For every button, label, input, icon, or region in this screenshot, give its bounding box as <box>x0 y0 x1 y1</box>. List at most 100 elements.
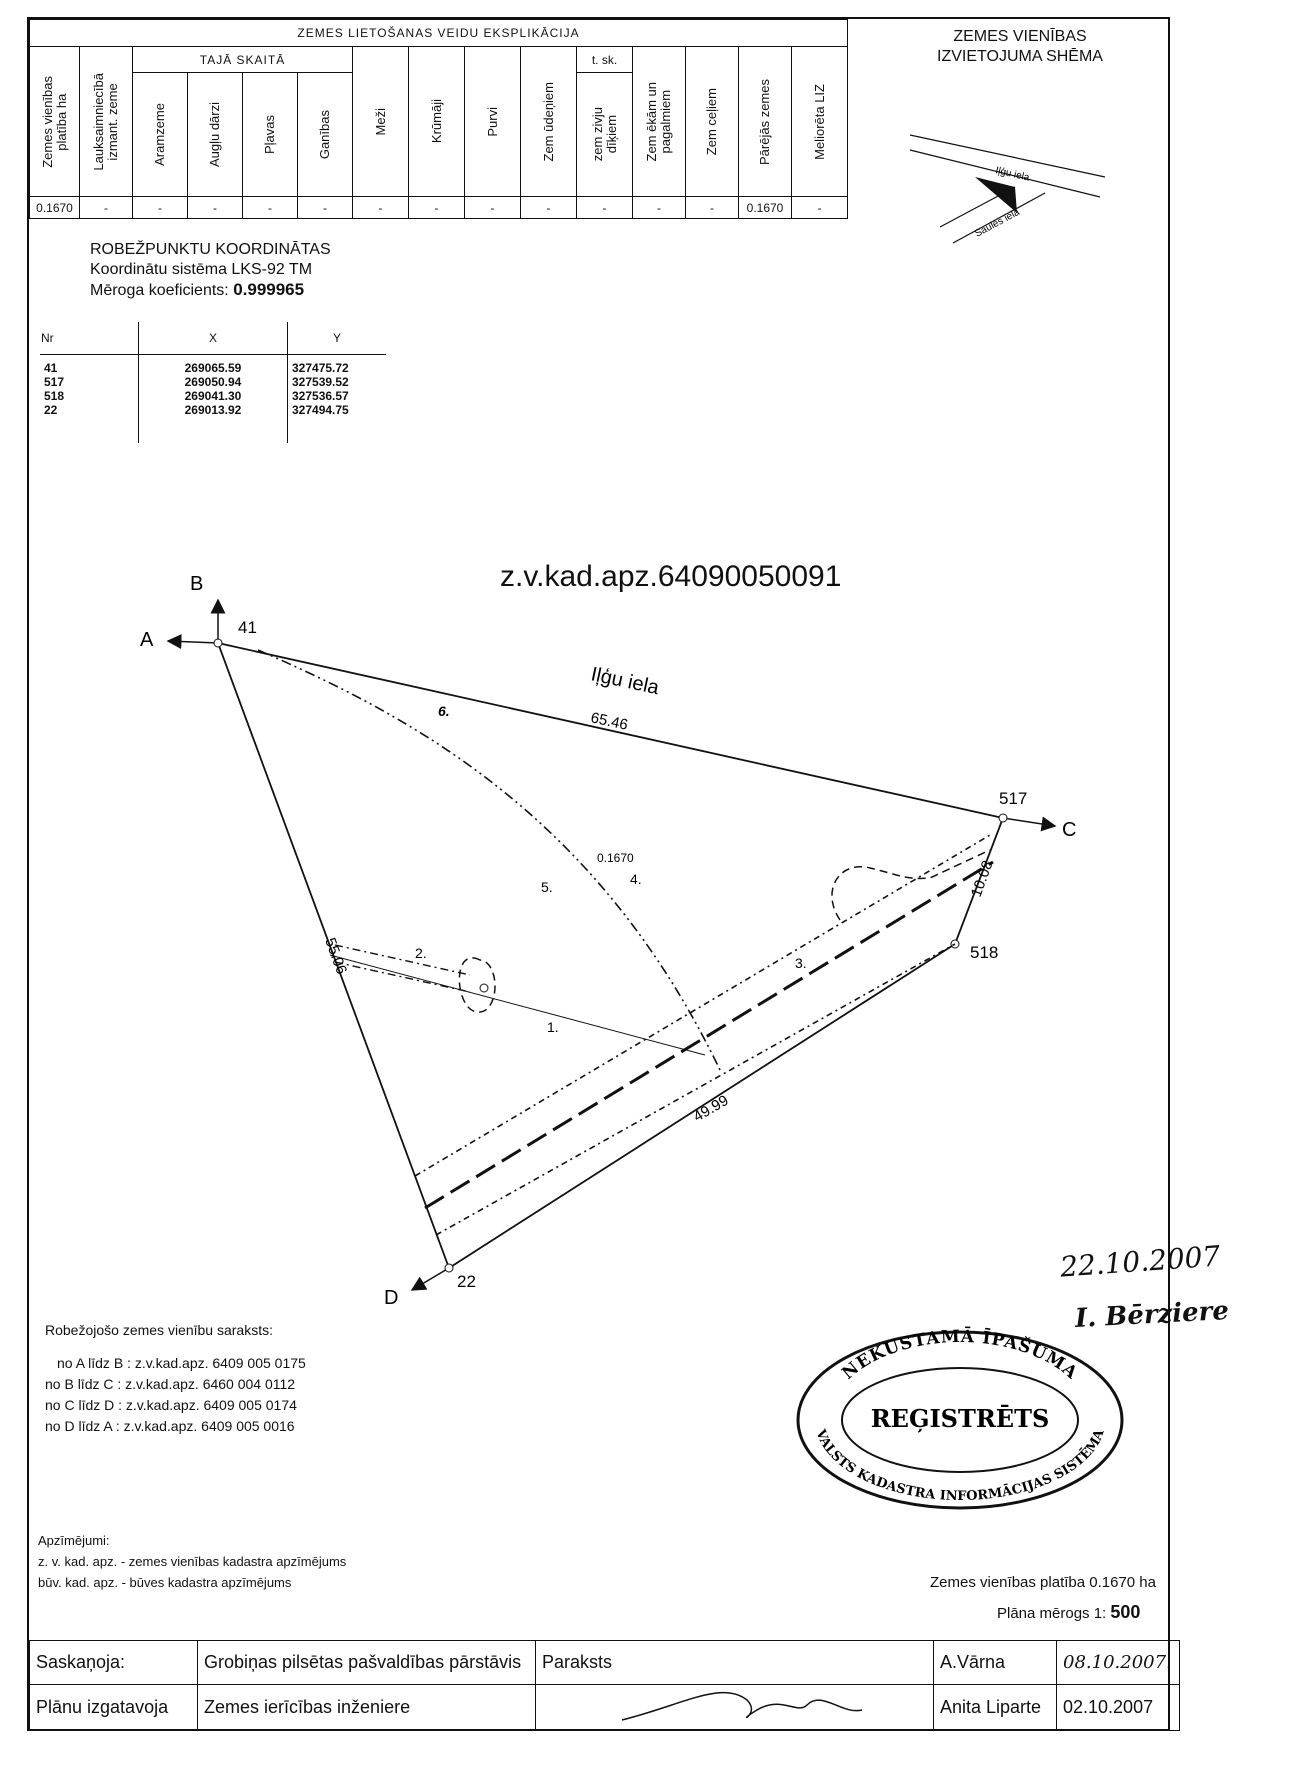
svg-text:VALSTS KADASTRA INFORMĀCIJAS S: VALSTS KADASTRA INFORMĀCIJAS SISTĒMA <box>812 1427 1108 1504</box>
stamp-center-text: REĢISTRĒTS <box>871 1404 1050 1433</box>
scale-line: Plāna mērogs 1: 500 <box>997 1602 1140 1623</box>
row1-label: Saskaņoja: <box>29 1640 198 1685</box>
point-22 <box>444 1263 454 1273</box>
scale-line-value: 500 <box>1110 1602 1141 1622</box>
cell-value: - <box>79 196 133 219</box>
sub-group-label: t. sk. <box>576 46 633 73</box>
coordinates-scale: Mēroga koeficients: 0.999965 <box>90 280 331 301</box>
location-scheme-title: ZEMES VIENĪBAS IZVIETOJUMA SHĒMA <box>870 27 1170 67</box>
direction-c: C <box>1062 819 1076 841</box>
cadastral-id: z.v.kad.apz.64090050091 <box>500 560 842 593</box>
registration-stamp: NEKUSTAMĀ ĪPAŠUMA REĢISTRĒTS VALSTS KADA… <box>796 1326 1124 1510</box>
length-a: 65.46 <box>589 709 629 733</box>
scheme-title-line2: IZVIETOJUMA SHĒMA <box>937 48 1103 65</box>
row-x: 269013.92 <box>138 403 288 443</box>
cell-value: - <box>632 196 686 219</box>
point-41 <box>213 638 223 648</box>
row-y: 327539.52 <box>287 375 386 389</box>
list-item: z. v. kad. apz. - zemes vienības kadastr… <box>38 1554 347 1569</box>
direction-a: A <box>140 629 154 651</box>
area-label: 0.1670 <box>597 851 634 865</box>
zone-2-loop <box>458 957 496 1013</box>
arrow-c <box>1002 816 1057 832</box>
legend-title: Apzīmējumi: <box>38 1533 110 1548</box>
col-nr: Nr <box>40 322 139 355</box>
row2-date: 02.10.2007 <box>1056 1684 1180 1731</box>
neighbours-list: Robežojošo zemes vienību saraksts: no A … <box>45 1320 306 1437</box>
table-row: Saskaņoja: Grobiņas pilsētas pašvaldības… <box>29 1640 1180 1685</box>
signature-scribble <box>621 1691 863 1721</box>
zone-label-4: 4. <box>630 871 642 887</box>
table-row: 22 269013.92 327494.75 <box>40 403 386 443</box>
signature-cell <box>535 1684 934 1731</box>
point-517 <box>998 813 1008 823</box>
approval-table: Saskaņoja: Grobiņas pilsētas pašvaldības… <box>29 1640 1180 1731</box>
zone-label-1: 1. <box>547 1019 559 1035</box>
row-x: 269041.30 <box>138 389 288 403</box>
zone-6-line <box>257 649 721 1071</box>
list-item: no C līdz D : z.v.kad.apz. 6409 005 0174 <box>45 1397 297 1413</box>
row-y: 327536.57 <box>287 389 386 403</box>
point-label-517: 517 <box>999 789 1027 808</box>
group-label: TAJĀ SKAITĀ <box>132 46 353 73</box>
row1-name: A.Vārna <box>933 1640 1057 1685</box>
scale-label: Mēroga koeficients: <box>90 282 229 299</box>
table-row: 517 269050.94 327539.52 <box>40 375 386 389</box>
row-x: 269050.94 <box>138 375 288 389</box>
col-x: X <box>138 322 288 355</box>
row-nr: 41 <box>44 361 58 375</box>
row2-name: Anita Liparte <box>933 1684 1057 1731</box>
location-scheme-map: Iļģu iela Saules iela <box>909 134 1106 244</box>
zone-label-5: 5. <box>541 879 553 895</box>
coordinates-header: ROBEŽPUNKTU KOORDINĀTAS Koordinātu sistē… <box>90 240 331 301</box>
table-row: Plānu izgatavoja Zemes ierīcības inženie… <box>29 1684 1180 1731</box>
zone-1-line <box>329 954 706 1056</box>
zone-label-2: 2. <box>415 945 427 961</box>
list-item: būv. kad. apz. - būves kadastra apzīmēju… <box>38 1575 292 1590</box>
cell-value: - <box>685 196 739 219</box>
svg-text:NEKUSTAMĀ ĪPAŠUMA: NEKUSTAMĀ ĪPAŠUMA <box>838 1326 1081 1384</box>
scale-line-label: Plāna mērogs 1: <box>997 1605 1107 1622</box>
point-label-41: 41 <box>238 618 257 637</box>
point-label-518: 518 <box>970 943 998 962</box>
row-x: 269065.59 <box>138 354 288 375</box>
table-row: 518 269041.30 327536.57 <box>40 389 386 403</box>
row2-role: Zemes ierīcības inženiere <box>197 1684 536 1731</box>
coordinates-system: Koordinātu sistēma LKS-92 TM <box>90 261 313 278</box>
area-line: Zemes vienības platība 0.1670 ha <box>930 1574 1156 1591</box>
cell-value: - <box>791 196 848 219</box>
zone-3-bulge <box>831 849 991 921</box>
row-nr: 518 <box>44 389 65 403</box>
coordinates-title: ROBEŽPUNKTU KOORDINĀTAS <box>90 241 331 258</box>
row-y: 327494.75 <box>287 403 386 443</box>
cell-value: 0.1670 <box>29 196 80 219</box>
list-item: no D līdz A : z.v.kad.apz. 6409 005 0016 <box>45 1418 295 1434</box>
zone-label-3: 3. <box>795 955 807 971</box>
length-c: 49.99 <box>691 1092 732 1125</box>
list-item: no A līdz B : z.v.kad.apz. 6409 005 0175 <box>57 1355 306 1371</box>
zone-2-lines <box>334 944 471 993</box>
row-nr: 22 <box>44 403 58 417</box>
direction-b: B <box>190 573 203 595</box>
length-d: 55.06 <box>321 936 350 977</box>
cell-value: 0.1670 <box>738 196 792 219</box>
arrow-a <box>166 634 219 650</box>
explication-table: ZEMES LIETOŠANAS VEIDU EKSPLIKĀCIJA Zeme… <box>29 19 848 219</box>
row-nr: 517 <box>44 375 65 389</box>
legend: Apzīmējumi: z. v. kad. apz. - zemes vien… <box>38 1530 346 1593</box>
length-b: 10.08 <box>968 858 997 899</box>
row-y: 327475.72 <box>287 354 386 375</box>
stamp-bottom-text: VALSTS KADASTRA INFORMĀCIJAS SISTĒMA <box>812 1427 1108 1504</box>
street-label: Iļģu iela <box>589 663 662 699</box>
zone-label-6: 6. <box>438 703 450 719</box>
stamp-top-text: NEKUSTAMĀ ĪPAŠUMA <box>838 1326 1080 1384</box>
point-label-22: 22 <box>457 1272 476 1291</box>
scale-value: 0.999965 <box>233 280 305 299</box>
row1-role: Grobiņas pilsētas pašvaldības pārstāvis <box>197 1640 536 1685</box>
direction-d: D <box>384 1287 398 1309</box>
neighbours-title: Robežojošo zemes vienību saraksts: <box>45 1322 273 1338</box>
col-y: Y <box>287 322 386 355</box>
zone-line-upper <box>414 834 991 1177</box>
zone-line-lower <box>435 943 956 1236</box>
